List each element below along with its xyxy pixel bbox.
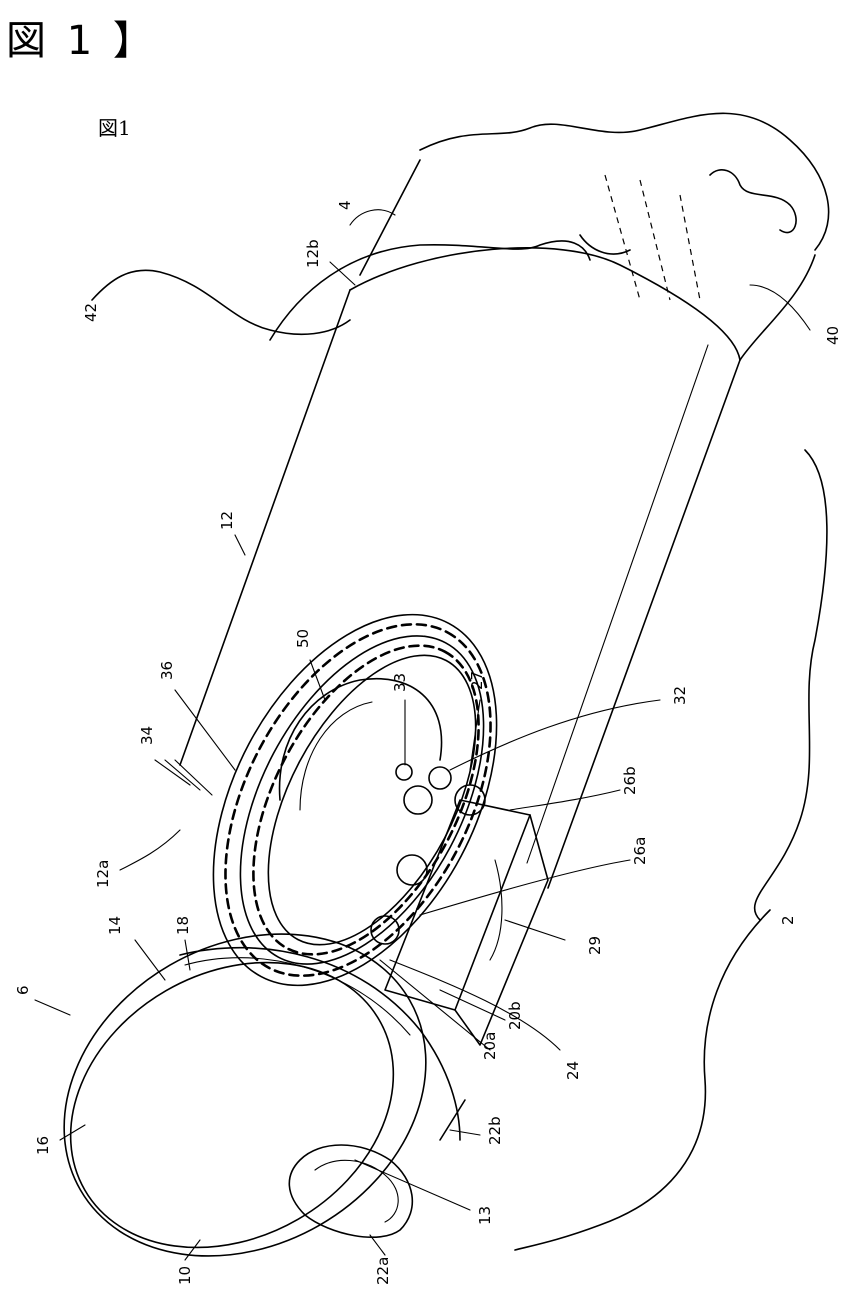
cylinder-rear-extension [360, 160, 420, 275]
cylinder-rear-extension-2 [740, 255, 815, 360]
label-40: 40 [824, 326, 842, 345]
label-16: 16 [34, 1136, 52, 1155]
leader-26b [510, 790, 620, 810]
dashed-line-b [640, 180, 670, 300]
label-34: 34 [138, 726, 156, 745]
label-20b: 20b [506, 1001, 524, 1030]
leader-29 [505, 920, 565, 940]
leader-40 [750, 285, 810, 330]
label-50: 50 [294, 629, 312, 648]
roller-33 [396, 764, 412, 780]
cylinder-bottom-edge [548, 360, 740, 888]
layer-dashes-1 [171, 580, 545, 1020]
leader-42 [92, 270, 350, 334]
label-14: 14 [106, 916, 124, 935]
leader-14 [135, 940, 165, 980]
roller-26a [404, 786, 432, 814]
dashed-line-c [680, 195, 700, 300]
leader-34b [165, 760, 200, 790]
label-20a: 20a [481, 1032, 499, 1060]
label-24: 24 [564, 1061, 582, 1080]
label-36: 36 [158, 661, 176, 680]
label-29: 29 [586, 936, 604, 955]
label-26a: 26a [631, 837, 649, 865]
dashed-line-a [605, 175, 640, 300]
leader-12a [120, 830, 180, 870]
leader-4 [350, 210, 395, 225]
cylinder-side-seam [527, 345, 708, 863]
rear-slot [580, 235, 630, 254]
label-32: 32 [671, 686, 689, 705]
outer-wrapper-bottom [515, 910, 770, 1250]
core-opening [280, 679, 442, 800]
leader-34c [175, 760, 212, 795]
label-10: 10 [176, 1266, 194, 1285]
hook-neck [440, 1100, 465, 1140]
label-12: 12 [218, 511, 236, 530]
label-22a: 22a [374, 1257, 392, 1285]
label-12a: 12a [94, 860, 112, 888]
outer-wrapper-outline [420, 113, 829, 250]
label-4: 4 [336, 200, 354, 210]
roller-32 [429, 767, 451, 789]
bar-29-inner [490, 860, 502, 960]
cylinder-far-end [350, 248, 740, 360]
leader-34 [155, 760, 190, 785]
label-26b: 26b [621, 766, 639, 795]
leader-6 [35, 1000, 70, 1015]
leader-36 [175, 690, 235, 770]
label-42: 42 [82, 303, 100, 322]
label-22b: 22b [486, 1116, 504, 1145]
cylinder-top-edge [180, 290, 350, 765]
roller-mid [397, 855, 427, 885]
front-ring-outer [155, 567, 555, 1033]
leader-24 [390, 960, 560, 1050]
leader-22b [450, 1130, 480, 1135]
label-13: 13 [476, 1206, 494, 1225]
hook-disk-face [19, 906, 445, 1291]
hook-disk-outer [5, 870, 484, 1291]
label-27: 27 [468, 671, 486, 690]
label-2: 2 [779, 915, 797, 925]
leader-26a [420, 860, 630, 915]
label-6: 6 [14, 985, 32, 995]
leader-10 [185, 1240, 200, 1260]
leader-12 [235, 535, 245, 555]
label-12b: 12b [304, 239, 322, 268]
label-18: 18 [174, 916, 192, 935]
label-33: 33 [391, 673, 409, 692]
outer-wrapper-lower [755, 450, 827, 920]
rear-tab-notch [710, 170, 796, 233]
